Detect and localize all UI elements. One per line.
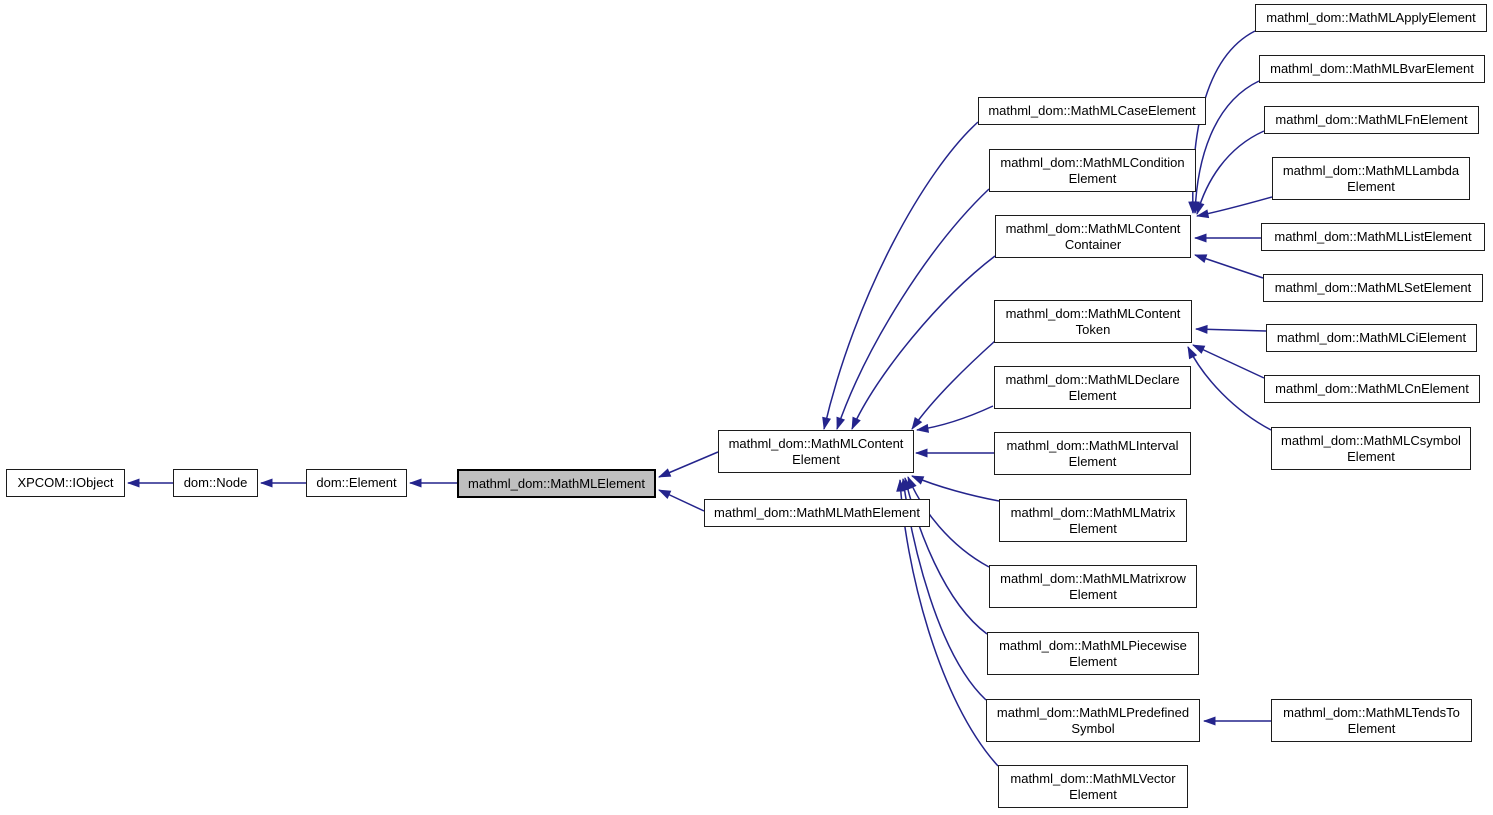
class-node-label: mathml_dom::MathMLSetElement [1274, 280, 1472, 295]
class-node-label: mathml_dom::MathMLContent [728, 435, 904, 451]
inheritance-edge-lambda-element-to-content-container [1196, 196, 1273, 219]
class-node-label: mathml_dom::MathMLInterval [1006, 437, 1179, 453]
class-node-label: mathml_dom::MathMLMatrixrow [1000, 570, 1186, 586]
class-node-label: mathml_dom::MathMLMathElement [714, 505, 920, 520]
class-node-label: dom::Node [183, 475, 248, 490]
class-node-label: Element [792, 451, 840, 467]
class-node-label: mathml_dom::MathMLContent [1005, 220, 1181, 236]
class-node-dom-node[interactable]: dom::Node [173, 469, 258, 497]
inheritance-edge-content-element-to-mathml-element [658, 451, 719, 478]
inheritance-edge-condition-element-to-content-element [836, 188, 990, 430]
class-node-label: mathml_dom::MathMLListElement [1274, 229, 1472, 244]
class-node-label: mathml_dom::MathMLPiecewise [999, 637, 1187, 653]
class-node-xpcom-iobject[interactable]: XPCOM::IObject [6, 469, 125, 497]
class-node-label: mathml_dom::MathMLCiElement [1276, 330, 1467, 345]
class-node-ci-element[interactable]: mathml_dom::MathMLCiElement [1266, 324, 1477, 352]
class-node-dom-element[interactable]: dom::Element [306, 469, 407, 497]
class-node-label: mathml_dom::MathMLDeclare [1005, 371, 1180, 387]
class-node-label: mathml_dom::MathMLContent [1005, 305, 1181, 321]
class-node-label: Element [1347, 178, 1395, 194]
inheritance-edge-csymbol-element-to-content-token [1187, 346, 1272, 431]
class-node-label: mathml_dom::MathMLCnElement [1275, 381, 1469, 396]
class-node-label: mathml_dom::MathMLApplyElement [1266, 10, 1476, 25]
class-node-label: Element [1069, 653, 1117, 669]
inheritance-edge-fn-element-to-content-container [1195, 130, 1265, 215]
class-node-label: Container [1064, 236, 1122, 252]
inheritance-edge-declare-element-to-content-element [916, 405, 994, 433]
class-node-label: Element [1347, 448, 1395, 464]
inheritance-edge-content-container-to-content-element [851, 255, 996, 430]
class-node-label: XPCOM::IObject [17, 475, 114, 490]
class-node-fn-element[interactable]: mathml_dom::MathMLFnElement [1264, 106, 1479, 134]
class-node-label: Symbol [1071, 720, 1115, 736]
class-node-label: Element [1069, 586, 1117, 602]
class-node-label: Element [1068, 170, 1117, 186]
class-node-label: Element [1069, 786, 1117, 802]
class-node-label: mathml_dom::MathMLTendsTo [1283, 704, 1460, 720]
class-node-bvar-element[interactable]: mathml_dom::MathMLBvarElement [1259, 55, 1485, 83]
class-node-list-element[interactable]: mathml_dom::MathMLListElement [1261, 223, 1485, 251]
class-node-label: mathml_dom::MathMLFnElement [1275, 112, 1468, 127]
class-node-label: mathml_dom::MathMLBvarElement [1270, 61, 1474, 76]
inheritance-edge-case-element-to-content-element [822, 121, 979, 430]
class-node-label: mathml_dom::MathMLPredefined [996, 704, 1190, 720]
class-node-case-element[interactable]: mathml_dom::MathMLCaseElement [978, 97, 1206, 125]
inheritance-edge-math-element-to-mathml-element [658, 489, 705, 512]
class-node-label: mathml_dom::MathMLCaseElement [988, 103, 1196, 118]
class-node-label: mathml_dom::MathMLVector [1010, 770, 1176, 786]
inheritance-edge-content-token-to-content-element [911, 340, 996, 430]
class-node-math-element[interactable]: mathml_dom::MathMLMathElement [704, 499, 930, 527]
class-node-label: dom::Element [316, 475, 397, 490]
class-node-label: mathml_dom::MathMLLambda [1282, 162, 1460, 178]
class-node-apply-element[interactable]: mathml_dom::MathMLApplyElement [1255, 4, 1487, 32]
inheritance-edge-matrix-element-to-content-element [911, 475, 1000, 502]
class-node-label: Element [1068, 453, 1117, 469]
class-node-label: Element [1068, 387, 1117, 403]
class-node-mathml-element[interactable]: mathml_dom::MathMLElement [457, 469, 656, 498]
class-node-label: Element [1069, 520, 1117, 536]
inheritance-edge-set-element-to-content-container [1194, 254, 1264, 279]
class-node-label: mathml_dom::MathMLMatrix [1010, 504, 1176, 520]
inheritance-edge-ci-element-to-content-token [1195, 324, 1267, 334]
class-node-label: Element [1347, 720, 1396, 736]
class-node-set-element[interactable]: mathml_dom::MathMLSetElement [1263, 274, 1483, 302]
class-node-label: mathml_dom::MathMLElement [467, 475, 645, 491]
class-node-label: mathml_dom::MathMLCsymbol [1281, 432, 1461, 448]
class-node-label: Token [1075, 321, 1111, 337]
class-node-cn-element[interactable]: mathml_dom::MathMLCnElement [1264, 375, 1480, 403]
class-node-label: mathml_dom::MathMLCondition [1000, 154, 1185, 170]
inheritance-edge-cn-element-to-content-token [1192, 344, 1265, 379]
